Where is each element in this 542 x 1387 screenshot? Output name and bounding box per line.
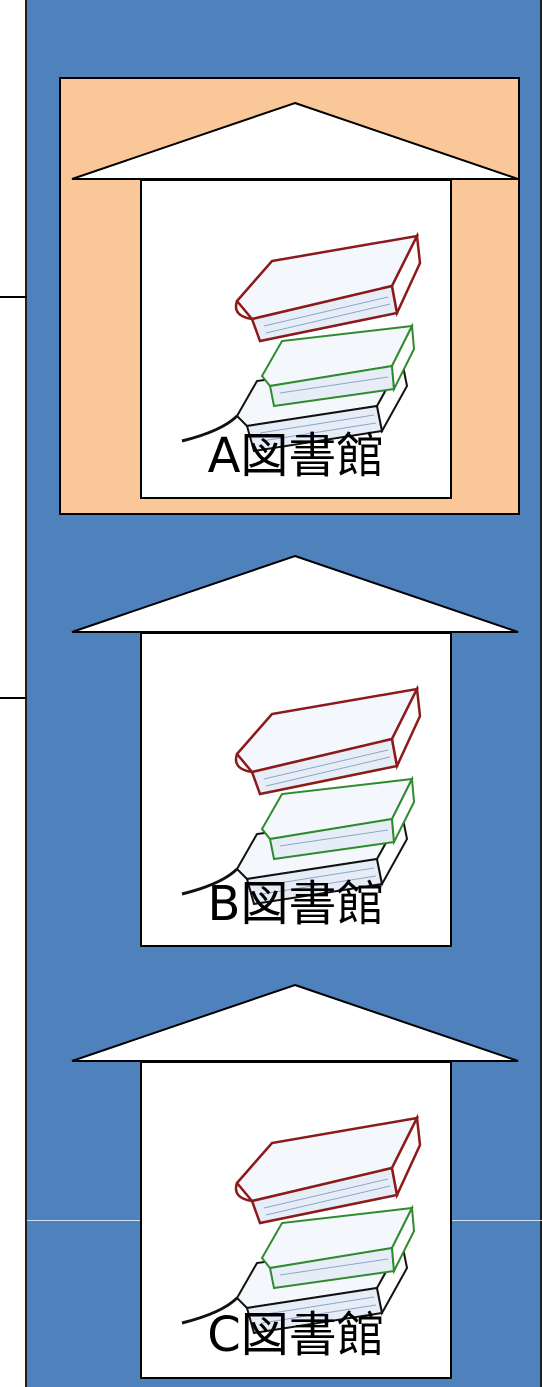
library-building-b: B図書館 [140, 632, 452, 947]
roof-icon [71, 554, 519, 633]
connector-line-a [0, 296, 27, 298]
connector-line-b [0, 697, 27, 699]
library-label-b: B図書館 [207, 876, 385, 932]
library-building-c: C図書館 [140, 1061, 452, 1379]
library-building-a: A図書館 [140, 179, 452, 499]
library-label-a: A図書館 [207, 428, 385, 484]
library-label-c: C図書館 [207, 1307, 385, 1363]
roof-icon [71, 101, 519, 180]
roof-icon [71, 983, 519, 1062]
